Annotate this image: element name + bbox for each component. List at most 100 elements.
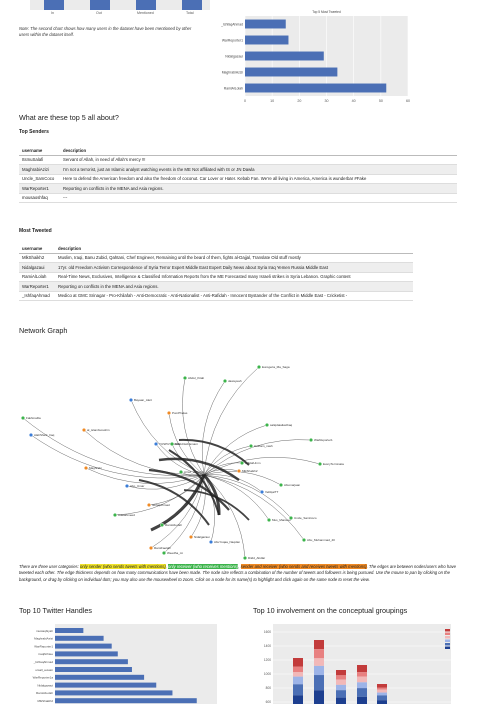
y-tick-label: MaghrabiAzizi — [34, 637, 53, 641]
network-edge — [158, 457, 240, 482]
network-edge — [168, 449, 220, 516]
stacked-bar-segment — [336, 684, 346, 691]
network-edge — [83, 429, 205, 476]
network-node-label: Weedha_mi — [167, 551, 183, 555]
legend-sender: only sender (who sends tweets with menti… — [80, 564, 166, 569]
y-tick-label: 800 — [266, 686, 272, 690]
most-tweeted-title: Most Tweeted — [19, 228, 52, 234]
x-tick-label: 20 — [297, 99, 301, 103]
legend-both: sender and receiver (who sends and recei… — [240, 564, 367, 569]
network-node-label: AbuYuqaa_Naqdan — [214, 540, 240, 544]
network-edge — [171, 443, 205, 476]
stacked-bar-segment — [377, 695, 387, 701]
cell-username: MlkShaikh2 — [19, 253, 55, 263]
stacked-bar-segment — [336, 670, 346, 676]
cell-username: MaghrabiAzizi — [19, 164, 60, 175]
network-node — [21, 415, 25, 420]
cell-username: WarReporter1 — [19, 183, 60, 194]
bar — [245, 83, 387, 93]
legend-prefix: There are three user categories: — [19, 564, 79, 569]
top10-involvement-title: Top 10 involvement on the conceptual gro… — [253, 606, 408, 615]
cell-description: Reporting on conflicts in the MENA and A… — [55, 281, 413, 292]
legend-separator: , — [165, 564, 167, 569]
network-graph[interactable]: Abdul_KitabBayaan_AlertdawsyeahEurogeria… — [19, 340, 459, 562]
network-edge — [203, 474, 215, 543]
bar — [245, 35, 289, 45]
network-node — [242, 555, 247, 560]
network-edge — [190, 474, 206, 538]
table-row: _IshfaqAhmad Medico at GMC Srinagar - Pr… — [19, 291, 413, 301]
network-title: Network Graph — [19, 326, 68, 335]
bar — [55, 698, 197, 704]
network-edge — [85, 467, 205, 484]
stacked-bar-segment — [293, 695, 303, 704]
legend-swatch — [445, 646, 450, 649]
most-tweeted-table: username description MlkShaikh2 Muslim, … — [19, 244, 413, 301]
column-header: description — [60, 146, 457, 156]
network-node — [124, 483, 129, 488]
network-edge — [183, 489, 250, 521]
network-node-label: Mus_Mansour — [272, 518, 291, 522]
network-node-label: dawsyeah — [228, 379, 242, 383]
network-node — [28, 432, 33, 437]
network-edge — [202, 380, 226, 476]
top-chart-xlabels: In Out Mentioned Total — [30, 11, 210, 17]
top10-handles-chart: mustaqbiyahMaghrabiAziziWarReporter1iraq… — [33, 624, 217, 704]
top-bar-3 — [136, 0, 156, 10]
y-tick-label: 1200 — [264, 658, 271, 662]
table-row: mousaoshfaq --- — [19, 193, 457, 203]
network-node-label: IshfaqAhmad — [152, 503, 170, 507]
legend-suffix: . The edges are between nodes/users who … — [19, 564, 456, 582]
top-senders-table: username description ItsInuSalafi Servan… — [19, 146, 457, 203]
network-node-label: Arraz_Jarbukh — [184, 470, 204, 474]
chart-title: Top 5 Most Tweeted — [312, 10, 341, 14]
table-row: WarReporter1 Reporting on conflicts in t… — [19, 183, 457, 194]
network-edge — [148, 468, 230, 511]
cell-description: Real-Time News, Exclusives, Intelligence… — [55, 272, 413, 282]
top-chart-tick: Out — [96, 11, 102, 15]
bar — [55, 635, 104, 641]
x-tick-label: 60 — [406, 99, 410, 103]
table-row: Uncle_SamCoco Here to defend the America… — [19, 174, 457, 184]
network-node-label: FakhmaDa — [26, 416, 41, 420]
network-edge — [150, 474, 206, 532]
cell-description: Muslim, Iraqi, Banu Zubid, Qahtani, Chef… — [55, 253, 413, 263]
cell-description: Servant of Allah, in need of Allah's mer… — [60, 155, 457, 165]
bar — [55, 659, 128, 665]
network-node — [289, 515, 294, 520]
stacked-bar-segment — [293, 666, 303, 673]
y-tick-label: MlkShaikh2 — [37, 699, 53, 703]
y-tick-label: RamiAlLolah — [224, 86, 243, 90]
top-chart-tick: Total — [186, 11, 194, 15]
legend-separator: , — [238, 564, 240, 569]
network-node-label: Adelahmeed — [118, 513, 135, 517]
network-node — [146, 502, 151, 507]
table-row: ItsInuSalafi Servant of Allah, in need o… — [19, 155, 457, 165]
legend-swatch — [445, 632, 450, 635]
network-node — [82, 427, 87, 432]
cell-description: I'm not a terrorist, just an Islamic ana… — [60, 164, 457, 175]
stacked-bar-segment — [377, 687, 387, 690]
bar — [55, 667, 132, 672]
stacked-bar-segment — [357, 676, 367, 683]
network-edge — [203, 462, 243, 476]
column-header: username — [19, 146, 60, 156]
stacked-bar-segment — [314, 665, 324, 676]
stacked-bar-segment — [314, 640, 324, 650]
top-bar-2 — [90, 0, 110, 10]
network-node — [239, 460, 244, 465]
network-node — [236, 468, 241, 473]
cell-description: Reporting on conflicts in the MENA and A… — [60, 183, 457, 194]
y-tick-label: 1400 — [264, 644, 271, 648]
column-header: username — [19, 244, 55, 254]
bar — [55, 651, 118, 657]
network-node — [182, 376, 187, 381]
cell-description: Medico at GMC Srinagar - Pro-Khilafah - … — [55, 291, 413, 301]
network-edge — [202, 473, 221, 516]
network-node-label: Eurogeria_Ma_Saga — [262, 365, 290, 369]
y-tick-label: 1600 — [264, 630, 271, 634]
bar — [55, 643, 112, 649]
legend-swatch — [445, 643, 450, 646]
network-node-label: Uncle_SamCoco — [294, 516, 317, 520]
